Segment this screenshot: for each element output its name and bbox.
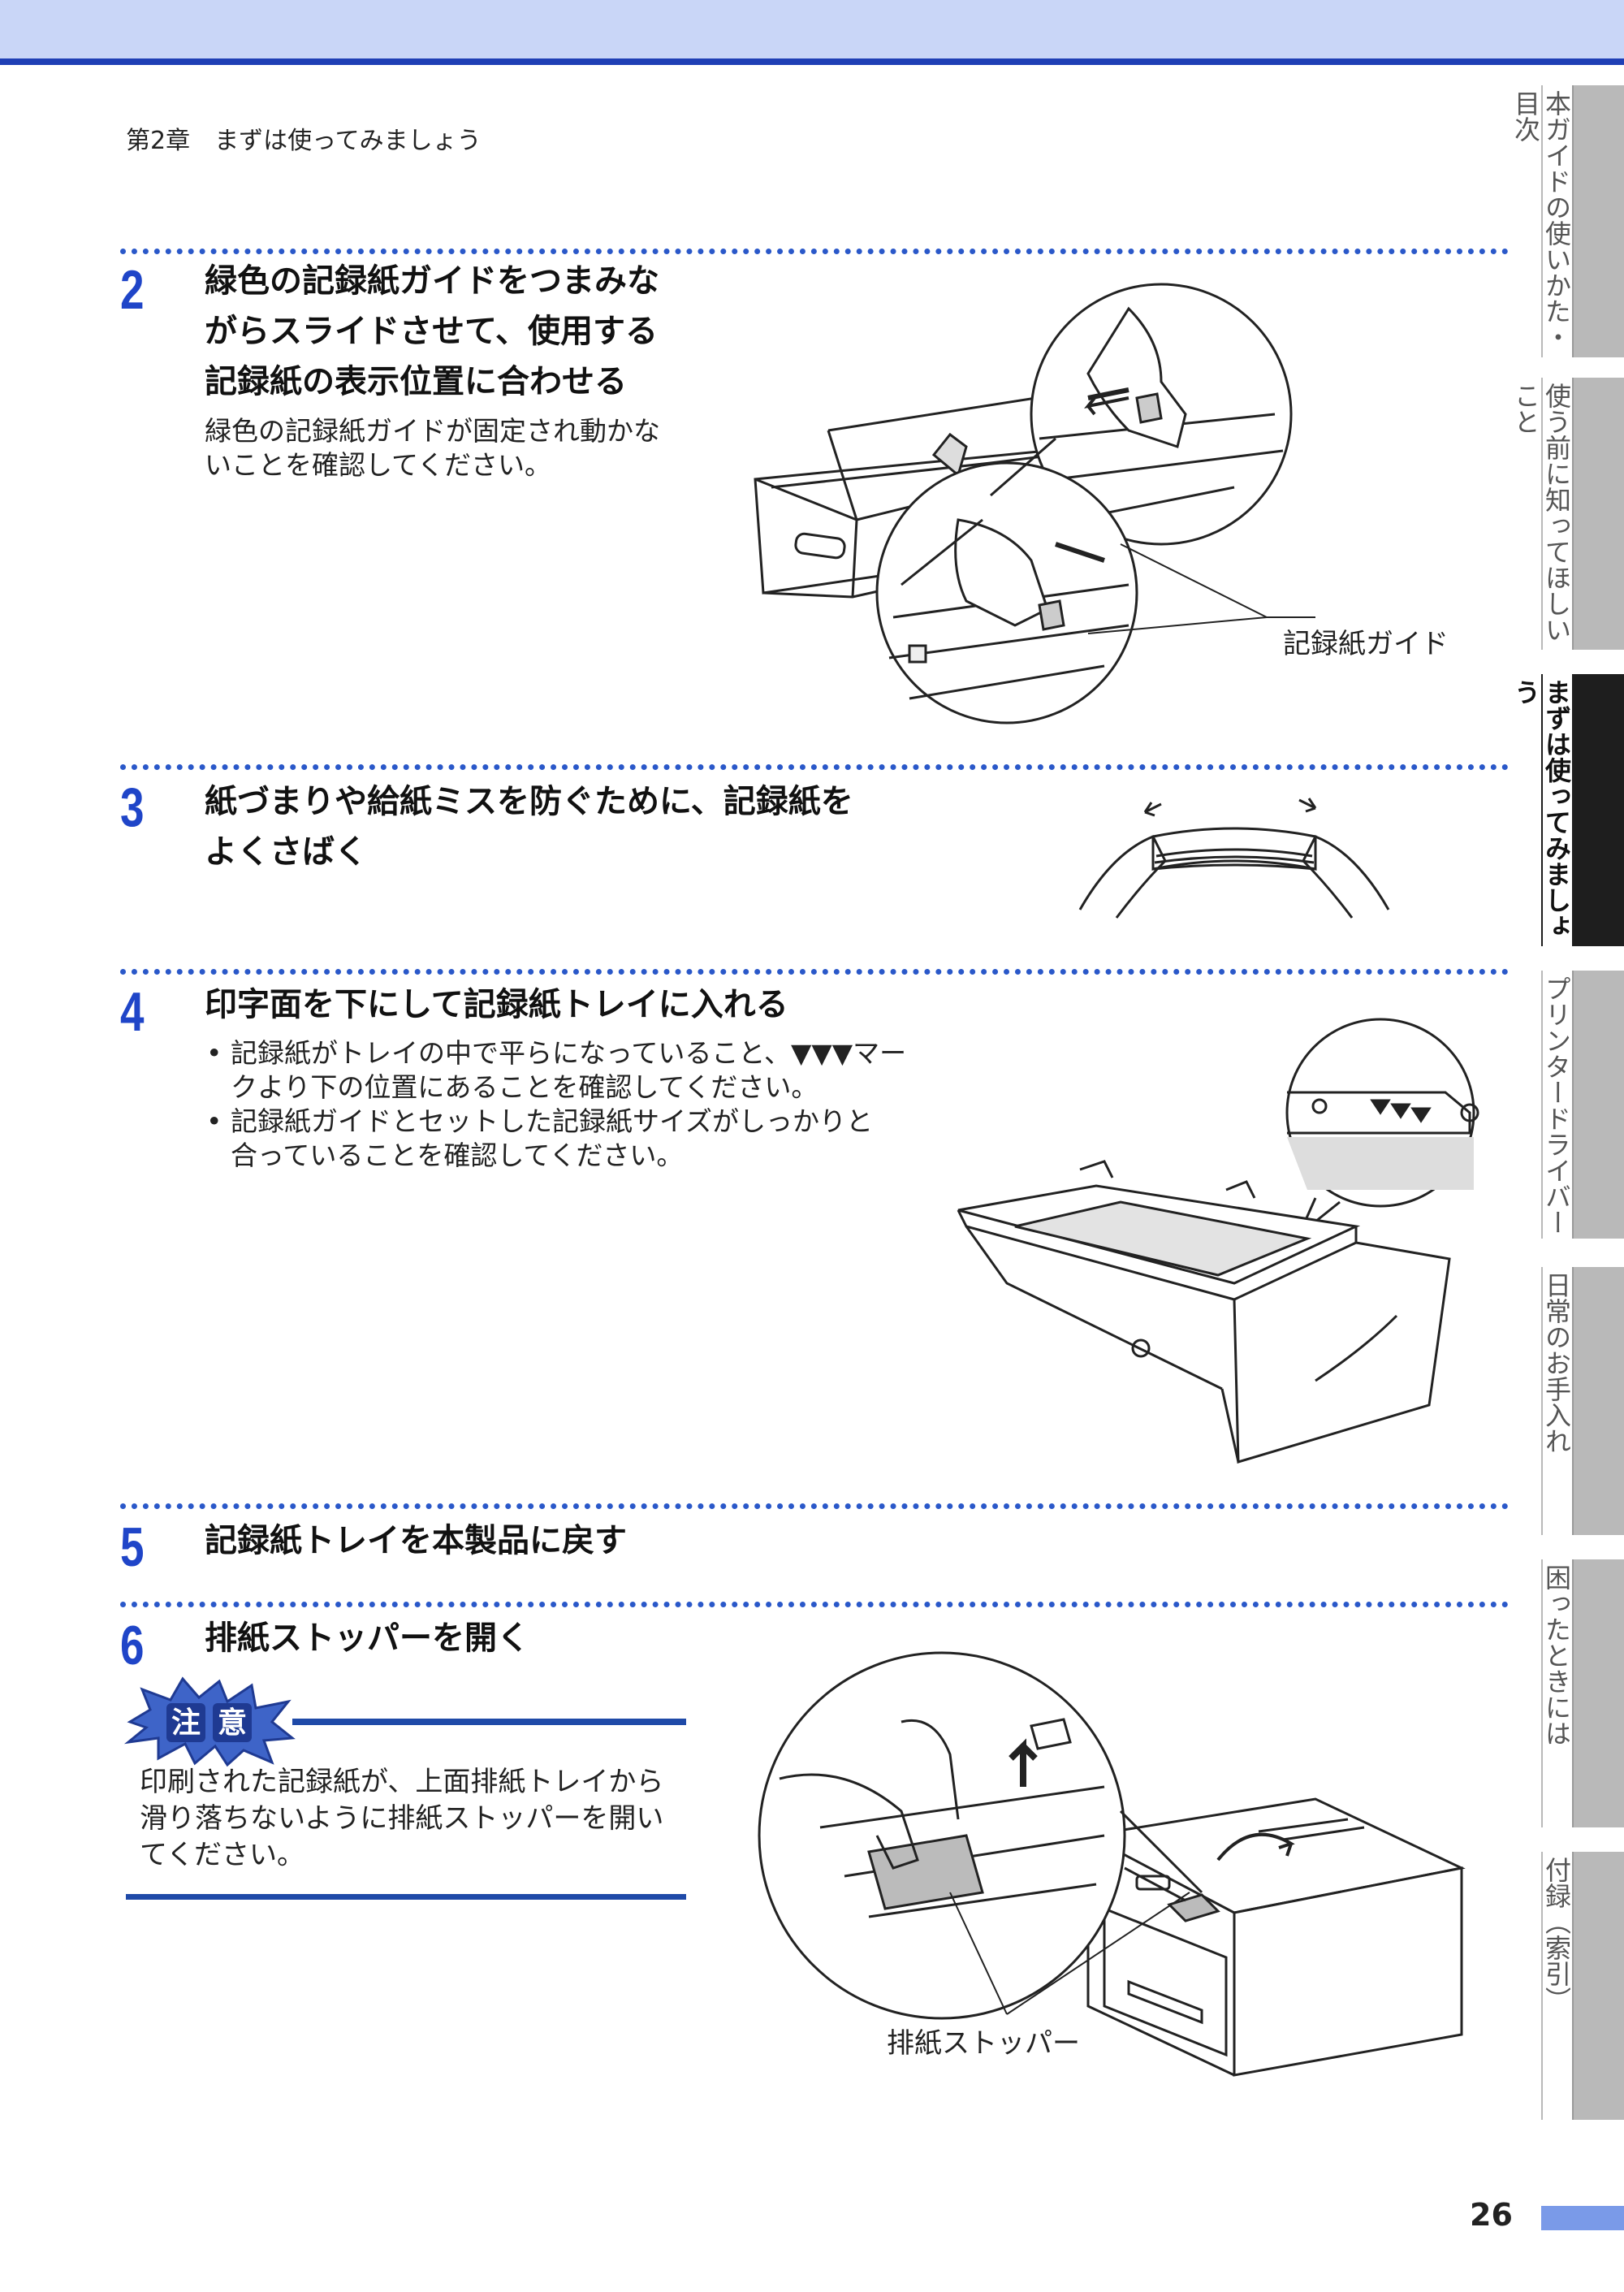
step-body: 緑色の記録紙ガイドが固定され動かな いことを確認してください。: [205, 415, 660, 481]
section-divider: [120, 764, 1509, 770]
side-tab-getting-started-label[interactable]: まずは使ってみましょう: [1510, 674, 1574, 946]
tray-loaded-illustration: [957, 1018, 1479, 1464]
caution-text: 印刷された記録紙が、上面排紙トレイから 滑り落ちないように排紙ストッパーを開い …: [140, 1766, 664, 1871]
fan-paper-illustration: [1078, 798, 1390, 919]
section-divider: [120, 969, 1509, 975]
step-number: 5: [120, 1516, 145, 1578]
caution-bottom-rule: [126, 1894, 686, 1900]
side-tab-printer-driver-label[interactable]: プリンタードライバー: [1541, 971, 1574, 1239]
step-number: 2: [120, 259, 145, 321]
printer-stopper-illustration: [758, 1651, 1466, 2077]
bullet-item: 記録紙がトレイの中で平らになっていること、▼▼▼マー クより下の位置にあることを…: [205, 1036, 968, 1105]
step-heading: 記録紙トレイを本製品に戻す: [205, 1522, 627, 1559]
side-tab-maintenance-label[interactable]: 日常のお手入れ: [1541, 1267, 1574, 1535]
side-tab-appendix-label[interactable]: 付録（索引）: [1541, 1852, 1574, 2120]
page-number-bar: [1541, 2206, 1624, 2230]
section-divider: [120, 1602, 1509, 1607]
side-tab-guide-label[interactable]: 本ガイドの使いかた・目次: [1510, 85, 1574, 357]
bullet-item: 記録紙ガイドとセットした記録紙サイズがしっかりと 合っていることを確認してくださ…: [205, 1105, 968, 1173]
step-number: 3: [120, 776, 145, 838]
caution-badge: 注 意: [123, 1676, 296, 1767]
side-tab-troubleshooting-label[interactable]: 困ったときには: [1541, 1559, 1574, 1827]
callout-paper-guide: 記録紙ガイド: [1283, 628, 1449, 660]
page-number: 26: [1470, 2197, 1513, 2233]
header-band: [0, 0, 1624, 58]
header-rule: [0, 58, 1624, 65]
step-bullets: 記録紙がトレイの中で平らになっていること、▼▼▼マー クより下の位置にあることを…: [205, 1036, 968, 1173]
caution-badge-char: 注: [171, 1706, 201, 1740]
section-divider: [120, 249, 1509, 254]
step-heading: 紙づまりや給紙ミスを防ぐために、記録紙を よくさばく: [205, 783, 853, 871]
section-divider: [120, 1503, 1509, 1509]
side-tab-before-use-label[interactable]: 使う前に知ってほしいこと: [1510, 378, 1574, 650]
caution-badge-char: 意: [218, 1706, 247, 1740]
step-heading: 緑色の記録紙ガイドをつまみな がらスライドさせて、使用する 記録紙の表示位置に合…: [205, 262, 659, 400]
step-number: 6: [120, 1615, 145, 1676]
callout-paper-stopper: 排紙ストッパー: [887, 2027, 1080, 2060]
chapter-title: 第2章 まずは使ってみましょう: [126, 127, 482, 155]
step-heading: 印字面を下にして記録紙トレイに入れる: [205, 986, 788, 1023]
step-number: 4: [120, 981, 145, 1043]
tray-guide-illustration: [754, 283, 1315, 724]
caution-rule: [292, 1719, 686, 1725]
step-heading: 排紙ストッパーを開く: [205, 1620, 529, 1657]
